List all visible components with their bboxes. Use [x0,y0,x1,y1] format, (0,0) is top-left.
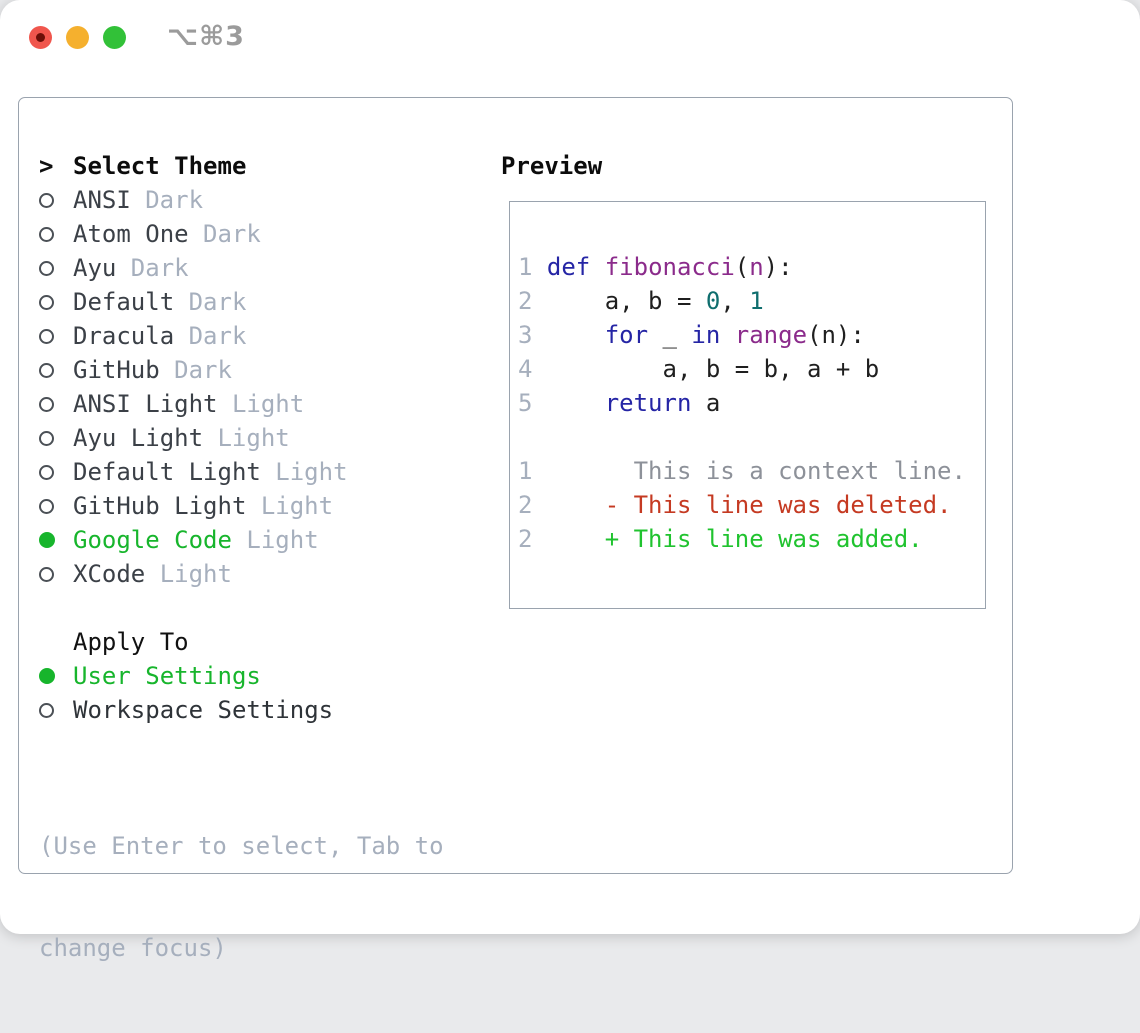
radio-icon [39,464,73,480]
preview-line: 2 - This line was deleted. [518,491,952,519]
radio-icon [39,498,73,514]
preview-line: 1 This is a context line. [518,457,966,485]
theme-item-label: Default [73,288,175,316]
theme-item-ayu[interactable]: Ayu Dark [39,251,479,285]
radio-icon [39,566,73,582]
apply-option-user-settings[interactable]: User Settings [39,659,479,693]
theme-variant-label: Dark [203,220,261,248]
spacer [39,727,479,761]
hotkey-label: ⌥⌘3 [167,21,245,52]
theme-item-ansi[interactable]: ANSI Dark [39,183,479,217]
theme-item-default[interactable]: Default Dark [39,285,479,319]
theme-item-label: Ayu Light [73,424,204,452]
preview-line: 2 a, b = 0, 1 [518,287,764,315]
theme-item-label: ANSI Light [73,390,218,418]
minimize-button[interactable] [66,26,89,49]
theme-item-label: Atom One [73,220,189,248]
preview-line: 4 a, b = b, a + b [518,355,880,383]
apply-option-label: Workspace Settings [73,696,334,724]
theme-variant-label: Dark [145,186,204,214]
cursor-marker: > [39,152,73,180]
preview-title: Preview [501,152,603,180]
theme-item-github-light[interactable]: GitHub Light Light [39,489,479,523]
close-button[interactable] [29,26,52,49]
radio-icon [39,192,73,208]
preview-line: 2 + This line was added. [518,525,923,553]
theme-item-label: GitHub Light [73,492,247,520]
theme-variant-label: Light [275,458,348,486]
theme-variant-label: Dark [188,288,247,316]
radio-icon [39,294,73,310]
apply-to-header: Apply To [39,625,479,659]
apply-to-title: Apply To [73,628,189,656]
preview-column: Preview 1 def fibonacci(n): 2 a, b = 0, 1… [501,149,1006,609]
radio-selected-icon [39,532,73,548]
theme-item-label: Google Code [73,526,232,554]
titlebar: ⌥⌘3 [0,0,1140,97]
radio-icon [39,396,73,412]
select-theme-title: Select Theme [73,152,247,180]
theme-item-ansi-light[interactable]: ANSI Light Light [39,387,479,421]
radio-icon [39,702,73,718]
preview-line: 5 return a [518,389,721,417]
theme-item-label: ANSI [73,186,131,214]
apply-option-workspace-settings[interactable]: Workspace Settings [39,693,479,727]
spacer [39,591,479,625]
theme-item-google-code[interactable]: Google Code Light [39,523,479,557]
radio-icon [39,362,73,378]
theme-variant-label: Light [159,560,232,588]
theme-item-github[interactable]: GitHub Dark [39,353,479,387]
theme-variant-label: Light [246,526,319,554]
preview-line: 1 def fibonacci(n): [518,253,793,281]
apply-option-label: User Settings [73,662,261,690]
radio-selected-icon [39,668,73,684]
theme-item-label: Dracula [73,322,175,350]
preview-line [518,420,985,454]
preview-code: 1 def fibonacci(n): 2 a, b = 0, 1 3 for _ … [518,250,985,556]
radio-icon [39,328,73,344]
help-line-2: change focus) [39,934,227,962]
theme-variant-label: Dark [188,322,247,350]
theme-variant-label: Light [217,424,290,452]
theme-variant-label: Light [260,492,334,520]
help-line-1: (Use Enter to select, Tab to [39,832,444,860]
radio-icon [39,260,73,276]
cursor-icon: > [39,152,54,180]
theme-variant-label: Light [231,390,305,418]
theme-item-atom-one[interactable]: Atom One Dark [39,217,479,251]
preview-box: 1 def fibonacci(n): 2 a, b = 0, 1 3 for _ … [509,201,986,609]
theme-item-dracula[interactable]: Dracula Dark [39,319,479,353]
theme-item-xcode[interactable]: XCode Light [39,557,479,591]
theme-item-label: Default Light [73,458,261,486]
help-text: (Use Enter to select, Tab to change focu… [39,761,479,1033]
record-dot-icon [36,33,45,42]
zoom-button[interactable] [103,26,126,49]
theme-item-label: GitHub [73,356,160,384]
theme-variant-label: Dark [174,356,232,384]
theme-item-ayu-light[interactable]: Ayu Light Light [39,421,479,455]
theme-item-default-light[interactable]: Default Light Light [39,455,479,489]
theme-item-label: Ayu [73,254,117,282]
preview-line: 3 for _ in range(n): [518,321,865,349]
select-theme-header: > Select Theme [39,149,479,183]
theme-item-label: XCode [73,560,146,588]
radio-icon [39,430,73,446]
theme-variant-label: Dark [130,254,189,282]
radio-icon [39,226,73,242]
